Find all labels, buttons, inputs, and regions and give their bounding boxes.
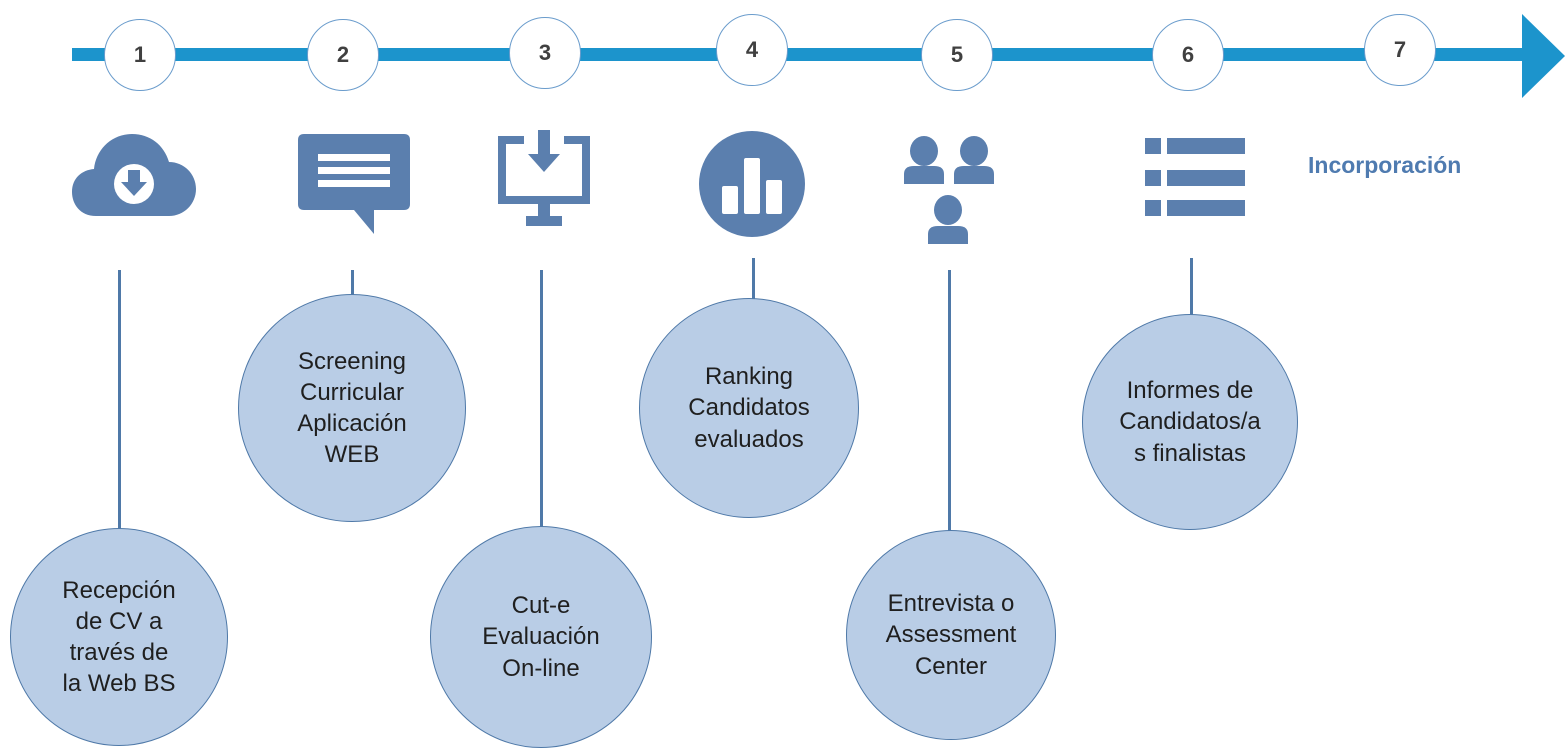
bar-chart-icon — [699, 131, 805, 237]
speech-bubble-icon — [298, 134, 410, 234]
timeline-bar — [72, 48, 1532, 61]
step-7-circle: 7 — [1364, 14, 1436, 86]
step-2-circle: 2 — [307, 19, 379, 91]
step-2-number: 2 — [336, 42, 350, 67]
step-4-number: 4 — [745, 37, 759, 62]
stage-5-label: Entrevista o Assessment Center — [885, 590, 1017, 680]
connector-4 — [752, 258, 755, 300]
step-6-circle: 6 — [1152, 19, 1224, 91]
connector-5 — [948, 270, 951, 532]
stage-6-node: Informes de Candidatos/a s finalistas — [1082, 314, 1298, 530]
stage-2-label: Screening Curricular Aplicación WEB — [297, 347, 407, 469]
stage-1-label: Recepción de CV a través de la Web BS — [62, 576, 176, 698]
users-group-icon — [904, 136, 994, 244]
stage-1-node: Recepción de CV a través de la Web BS — [10, 528, 228, 746]
step-1-number: 1 — [133, 42, 147, 67]
connector-6 — [1190, 258, 1193, 322]
step-3-number: 3 — [538, 40, 552, 65]
step-1-circle: 1 — [104, 19, 176, 91]
step-6-number: 6 — [1181, 42, 1195, 67]
step-5-number: 5 — [950, 42, 964, 67]
stage-4-node: Ranking Candidatos evaluados — [639, 298, 859, 518]
step-3-circle: 3 — [509, 17, 581, 89]
cloud-download-icon — [72, 134, 196, 216]
step-5-circle: 5 — [921, 19, 993, 91]
list-icon — [1145, 138, 1245, 216]
connector-3 — [540, 270, 543, 528]
timeline-arrowhead — [1522, 14, 1565, 98]
monitor-download-icon — [498, 130, 590, 226]
stage-3-node: Cut-e Evaluación On-line — [430, 526, 652, 748]
stage-6-label: Informes de Candidatos/a s finalistas — [1119, 377, 1261, 467]
connector-2 — [351, 270, 354, 314]
stage-2-node: Screening Curricular Aplicación WEB — [238, 294, 466, 522]
stage-3-label: Cut-e Evaluación On-line — [482, 592, 600, 682]
step-7-number: 7 — [1393, 37, 1407, 62]
stage-4-label: Ranking Candidatos evaluados — [688, 363, 810, 453]
incorporacion-label: Incorporación — [1308, 152, 1462, 178]
stage-5-node: Entrevista o Assessment Center — [846, 530, 1056, 740]
connector-1 — [118, 270, 121, 560]
step-4-circle: 4 — [716, 14, 788, 86]
